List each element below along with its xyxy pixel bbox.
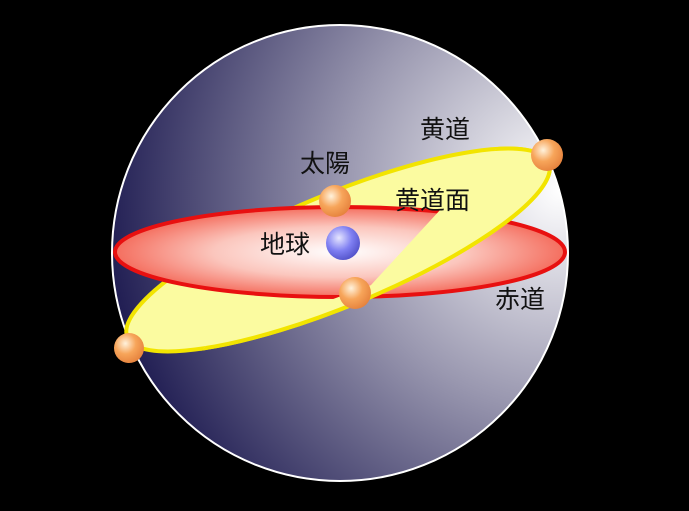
sun-marker-node — [339, 277, 371, 309]
sun-label: 太陽 — [300, 149, 350, 178]
earth-marker — [326, 226, 360, 260]
ecliptic-label: 黄道 — [420, 115, 470, 144]
sun-marker-top-right — [531, 139, 563, 171]
ecliptic-plane-label: 黄道面 — [395, 186, 470, 215]
sun-marker-bottom-left — [114, 333, 144, 363]
earth-label: 地球 — [260, 230, 310, 259]
celestial-equator-label: 赤道 — [495, 285, 545, 314]
sun-marker-sun — [319, 185, 351, 217]
